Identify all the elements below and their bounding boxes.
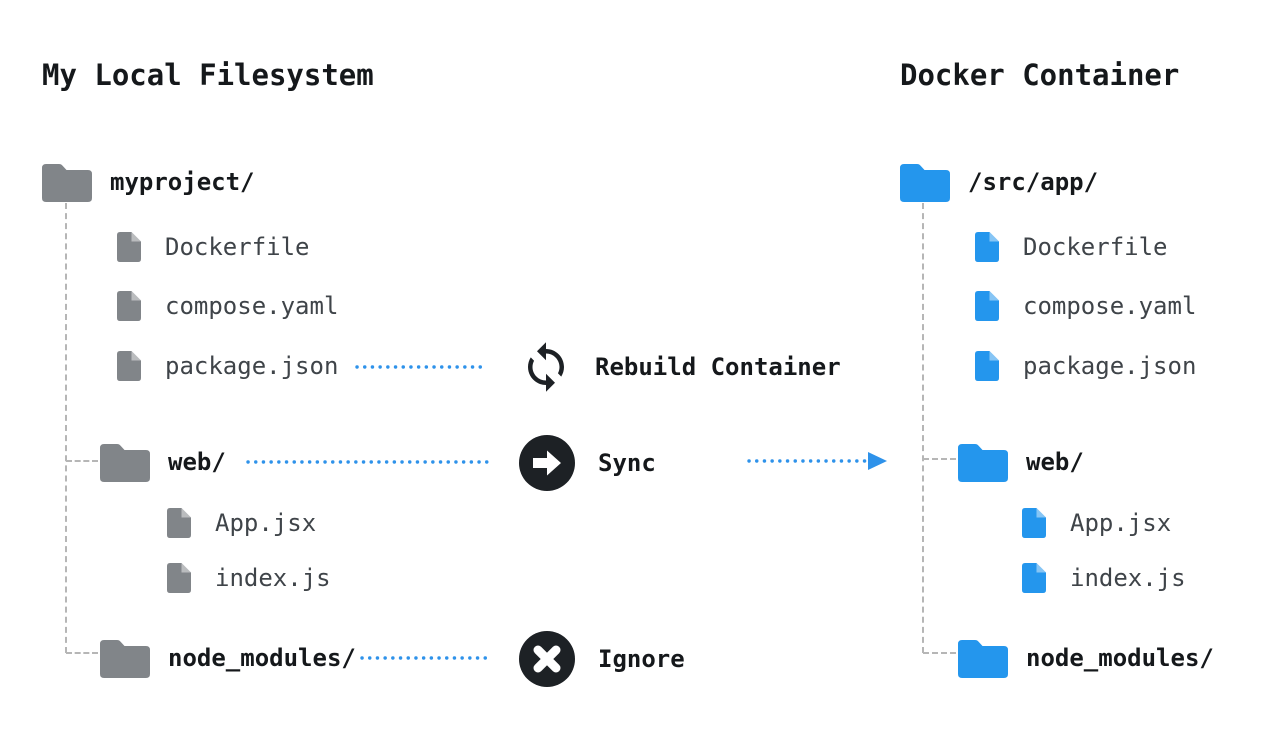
file-icon (1022, 563, 1046, 593)
file-icon (167, 563, 191, 593)
sync-action-label: Sync (598, 449, 656, 477)
container-compose-label: compose.yaml (1023, 292, 1197, 320)
rebuild-action-label: Rebuild Container (595, 353, 841, 381)
container-tree-line (922, 203, 924, 653)
local-index-js-label: index.js (215, 564, 331, 592)
local-app-jsx-row: App.jsx (167, 508, 316, 538)
local-tree-line (65, 203, 67, 653)
container-tree-elbow-web (923, 458, 956, 460)
ignore-dotted-connector (360, 656, 493, 660)
sync-dotted-connector (246, 460, 491, 464)
container-dockerfile-label: Dockerfile (1023, 233, 1168, 261)
folder-icon (958, 442, 1008, 482)
local-web-folder-row: web/ (100, 442, 226, 482)
folder-icon (900, 162, 950, 202)
container-node-modules-row: node_modules/ (958, 638, 1214, 678)
local-index-js-row: index.js (167, 563, 331, 593)
sync-dotted-arrow (747, 452, 887, 470)
container-web-folder-label: web/ (1026, 448, 1084, 476)
local-dockerfile-row: Dockerfile (117, 232, 310, 262)
arrow-right-circle-icon (518, 434, 576, 492)
container-index-js-row: index.js (1022, 563, 1186, 593)
container-package-json-label: package.json (1023, 352, 1197, 380)
folder-icon (100, 638, 150, 678)
local-compose-row: compose.yaml (117, 291, 338, 321)
file-icon (167, 508, 191, 538)
local-compose-label: compose.yaml (165, 292, 339, 320)
rebuild-action-row: Rebuild Container (519, 339, 841, 395)
container-tree-elbow-node-modules (923, 652, 956, 654)
container-app-jsx-label: App.jsx (1070, 509, 1172, 537)
file-icon (975, 351, 999, 381)
folder-icon (100, 442, 150, 482)
file-icon (117, 291, 141, 321)
file-icon (117, 351, 141, 381)
local-root-folder-label: myproject/ (110, 168, 255, 196)
container-root-folder-row: /src/app/ (900, 162, 1098, 202)
container-index-js-label: index.js (1070, 564, 1186, 592)
local-app-jsx-label: App.jsx (215, 509, 317, 537)
x-circle-icon (518, 630, 576, 688)
docker-container-title: Docker Container (900, 58, 1180, 92)
folder-icon (958, 638, 1008, 678)
ignore-action-label: Ignore (598, 645, 685, 673)
container-compose-row: compose.yaml (975, 291, 1196, 321)
local-tree-elbow-node-modules (66, 652, 98, 654)
container-package-json-row: package.json (975, 351, 1196, 381)
local-web-folder-label: web/ (168, 448, 226, 476)
folder-icon (42, 162, 92, 202)
file-icon (1022, 508, 1046, 538)
container-web-folder-row: web/ (958, 442, 1084, 482)
container-dockerfile-row: Dockerfile (975, 232, 1168, 262)
local-filesystem-title: My Local Filesystem (42, 58, 374, 92)
sync-action-row: Sync (518, 434, 656, 492)
local-root-folder-row: myproject/ (42, 162, 255, 202)
local-package-json-row: package.json (117, 351, 338, 381)
container-root-folder-label: /src/app/ (968, 168, 1099, 196)
ignore-action-row: Ignore (518, 630, 685, 688)
file-icon (117, 232, 141, 262)
local-node-modules-row: node_modules/ (100, 638, 356, 678)
refresh-icon (519, 340, 573, 394)
file-icon (975, 291, 999, 321)
file-icon (975, 232, 999, 262)
local-node-modules-label: node_modules/ (168, 644, 356, 672)
rebuild-dotted-connector (355, 365, 486, 369)
container-app-jsx-row: App.jsx (1022, 508, 1171, 538)
local-dockerfile-label: Dockerfile (165, 233, 310, 261)
container-node-modules-label: node_modules/ (1026, 644, 1214, 672)
local-package-json-label: package.json (165, 352, 339, 380)
local-tree-elbow-web (66, 460, 98, 462)
